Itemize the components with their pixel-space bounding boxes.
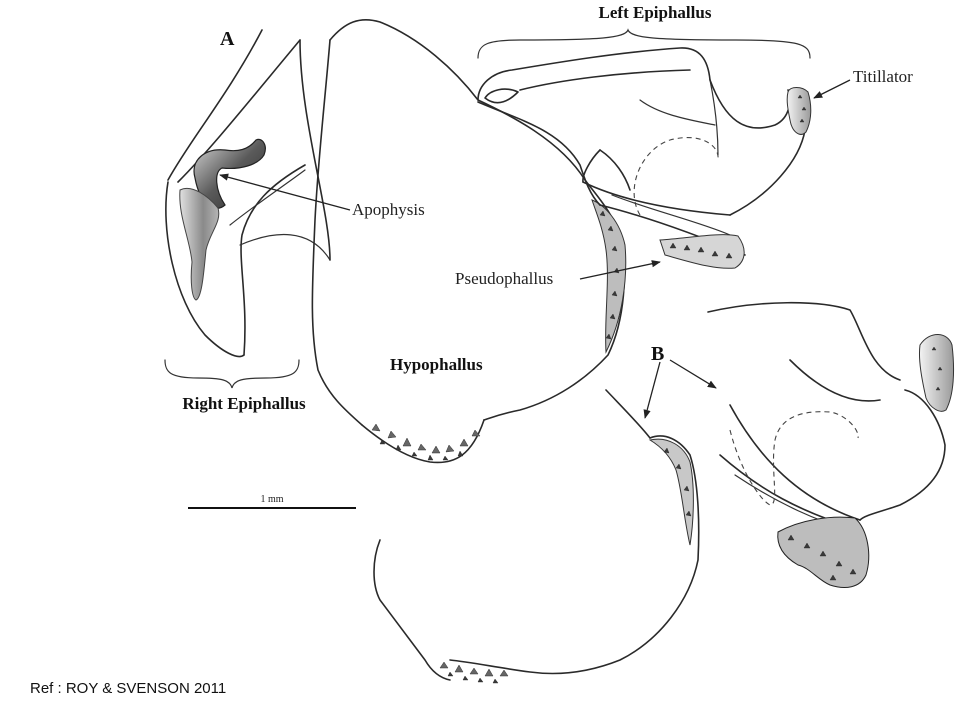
- left-epiphallus-drawing: [477, 47, 812, 269]
- leader-lines: [219, 79, 851, 419]
- apophysis-structure: [179, 138, 266, 301]
- panel-b-hypophallus-drawing: [373, 389, 700, 684]
- apophysis-label: Apophysis: [352, 200, 425, 219]
- panel-b-titillator-structure: [919, 334, 955, 412]
- scale-bar-label: 1 mm: [260, 494, 283, 505]
- scale-bar: 1 mm: [188, 494, 356, 509]
- panel-b-epiphallus-drawing: [707, 301, 955, 588]
- hypophallus-drawing: [311, 18, 626, 464]
- panel-a-label: A: [220, 28, 235, 50]
- titillator-structure: [786, 87, 812, 135]
- left-epiphallus-tip-texture: [659, 234, 745, 269]
- panel-b-epiphallus-tip-texture: [777, 516, 870, 588]
- panel-b-label: B: [651, 343, 664, 365]
- reference-text: Ref : ROY & SVENSON 2011: [30, 680, 226, 697]
- panel-b-hypophallus-texture: [439, 438, 694, 684]
- right-epiphallus-brace: [164, 359, 300, 389]
- left-epiphallus-brace: [477, 28, 811, 59]
- titillator-label: Titillator: [853, 67, 913, 86]
- hypophallus-texture: [371, 423, 481, 461]
- right-epiphallus-drawing: [165, 29, 331, 358]
- left-epiphallus-label: Left Epiphallus: [599, 3, 712, 22]
- pseudophallus-label: Pseudophallus: [455, 269, 553, 288]
- hypophallus-label: Hypophallus: [390, 355, 483, 374]
- right-epiphallus-label: Right Epiphallus: [182, 394, 306, 413]
